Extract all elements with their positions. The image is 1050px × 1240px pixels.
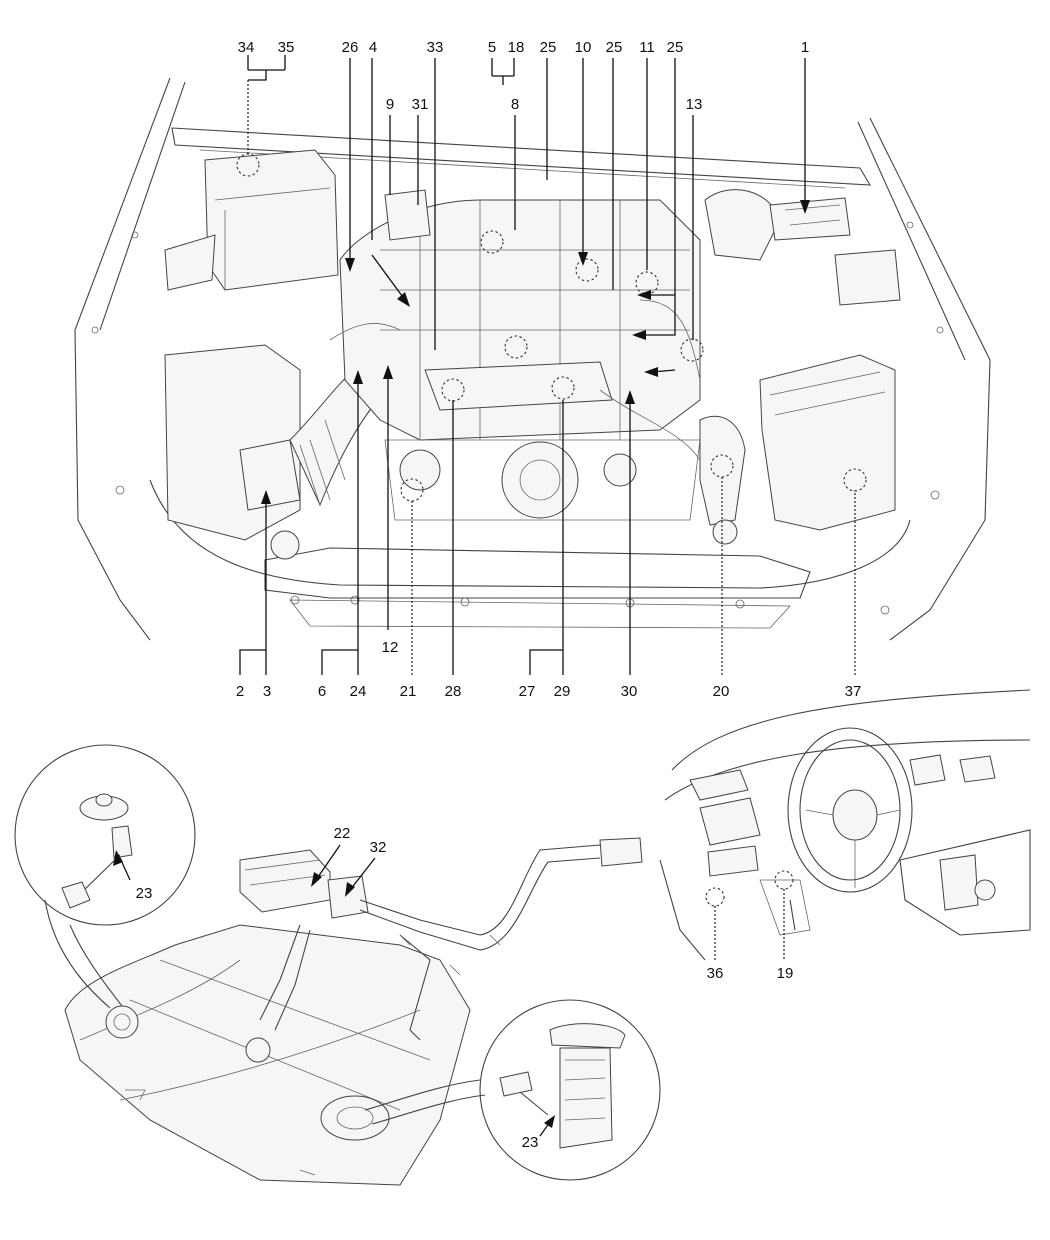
callout-36: 36 [707, 965, 724, 982]
callout-2: 2 [236, 683, 244, 700]
callout-22: 22 [334, 825, 351, 842]
callout-23-left: 23 [136, 885, 153, 902]
callout-28: 28 [445, 683, 462, 700]
callout-27: 27 [519, 683, 536, 700]
callout-24: 24 [350, 683, 367, 700]
callout-6: 6 [318, 683, 326, 700]
callout-29: 29 [554, 683, 571, 700]
callout-25a: 25 [540, 39, 557, 56]
callout-23-right: 23 [522, 1134, 539, 1151]
fuel-tank-illustration [64, 837, 643, 1186]
callout-11: 11 [639, 39, 655, 56]
callout-8: 8 [511, 96, 519, 113]
fuel-pump-right-detail: 23 [364, 999, 661, 1181]
callout-34: 34 [238, 39, 255, 56]
fuel-sender-left-detail: 23 [14, 744, 196, 1009]
callout-32: 32 [370, 839, 387, 856]
callout-13: 13 [686, 96, 703, 113]
callout-5: 5 [488, 39, 496, 56]
engine-bay-illustration [74, 77, 991, 641]
callout-30: 30 [621, 683, 638, 700]
engine-leader-lines [239, 55, 856, 675]
callout-31: 31 [412, 96, 429, 113]
callout-33: 33 [427, 39, 444, 56]
evap-callouts: 22 32 [311, 825, 386, 897]
callout-18: 18 [508, 39, 525, 56]
callout-21: 21 [400, 683, 417, 700]
callout-26: 26 [342, 39, 359, 56]
callout-9: 9 [386, 96, 394, 113]
callout-25b: 25 [606, 39, 623, 56]
callout-3: 3 [263, 683, 271, 700]
callout-35: 35 [278, 39, 295, 56]
engine-callouts-top: 34 35 26 4 33 5 18 25 10 25 11 25 1 9 31… [238, 39, 810, 113]
callout-20: 20 [713, 683, 730, 700]
callout-37: 37 [845, 683, 862, 700]
callout-25c: 25 [667, 39, 684, 56]
callout-10: 10 [575, 39, 592, 56]
callout-19: 19 [777, 965, 794, 982]
callout-12: 12 [382, 639, 399, 656]
engine-callouts-bottom: 2 3 6 24 12 21 28 27 29 30 20 37 [236, 639, 862, 700]
callout-1: 1 [801, 39, 809, 56]
vehicle-interior-illustration: 36 19 [659, 689, 1031, 982]
callout-4: 4 [369, 39, 377, 56]
